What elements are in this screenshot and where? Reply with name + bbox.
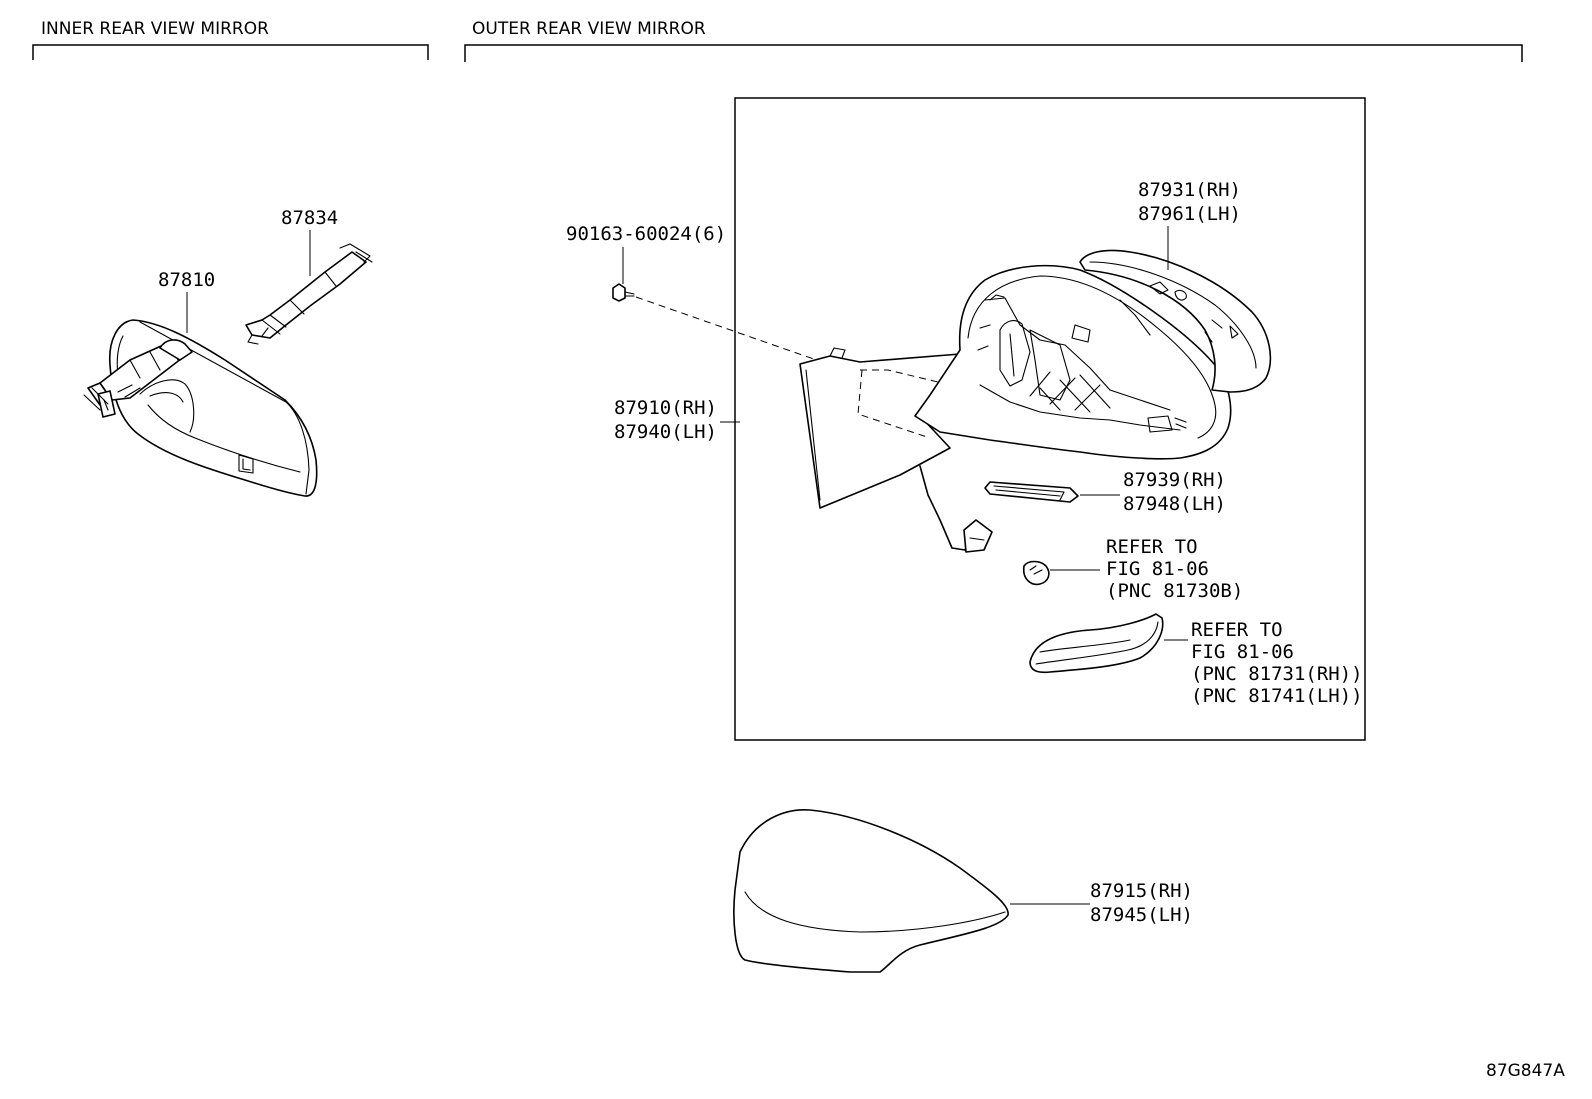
- mirror-cover-87834[interactable]: [245, 243, 373, 345]
- label-87939-rh: 87939(RH): [1123, 469, 1226, 491]
- lamp-ref-line3: (PNC 81731(RH)): [1191, 663, 1363, 685]
- lamp-ref-line2: FIG 81-06: [1191, 641, 1294, 663]
- bulb-ref-line2: FIG 81-06: [1106, 558, 1209, 580]
- diagram-code: 87G847A: [1486, 1061, 1565, 1081]
- mirror-glass-87931[interactable]: [1079, 249, 1272, 393]
- bulb-ref-line1: REFER TO: [1106, 536, 1198, 558]
- inner-mirror-section-title: INNER REAR VIEW MIRROR: [41, 19, 269, 39]
- outer-mirror-section-title: OUTER REAR VIEW MIRROR: [472, 19, 706, 39]
- label-87910-rh: 87910(RH): [614, 397, 717, 419]
- inner-mirror-87810[interactable]: [83, 319, 318, 497]
- label-87834: 87834: [281, 207, 338, 229]
- screw-90163-60024[interactable]: [612, 283, 635, 302]
- outer-mirror-assembly-87910[interactable]: [799, 264, 1232, 553]
- outer-mirror-assembly-box: [734, 97, 1366, 741]
- label-87931-rh: 87931(RH): [1138, 179, 1241, 201]
- bulb-socket[interactable]: [1022, 560, 1050, 586]
- lamp-ref-line1: REFER TO: [1191, 619, 1283, 641]
- mirror-strip-87939[interactable]: [984, 481, 1079, 503]
- label-87810: 87810: [158, 269, 215, 291]
- label-screw-90163-60024: 90163-60024(6): [566, 223, 726, 245]
- label-87915-rh: 87915(RH): [1090, 880, 1193, 902]
- inner-section-bracket: [32, 44, 429, 60]
- label-87948-lh: 87948(LH): [1123, 493, 1226, 515]
- label-87945-lh: 87945(LH): [1090, 904, 1193, 926]
- bulb-ref-line3: (PNC 81730B): [1106, 580, 1243, 602]
- label-87940-lh: 87940(LH): [614, 421, 717, 443]
- outer-section-bracket: [464, 44, 1523, 62]
- label-87961-lh: 87961(LH): [1138, 203, 1241, 225]
- turn-signal-lamp[interactable]: [1029, 613, 1164, 674]
- lamp-ref-line4: (PNC 81741(LH)): [1191, 685, 1363, 707]
- mirror-housing-cover-87915[interactable]: [733, 809, 1009, 973]
